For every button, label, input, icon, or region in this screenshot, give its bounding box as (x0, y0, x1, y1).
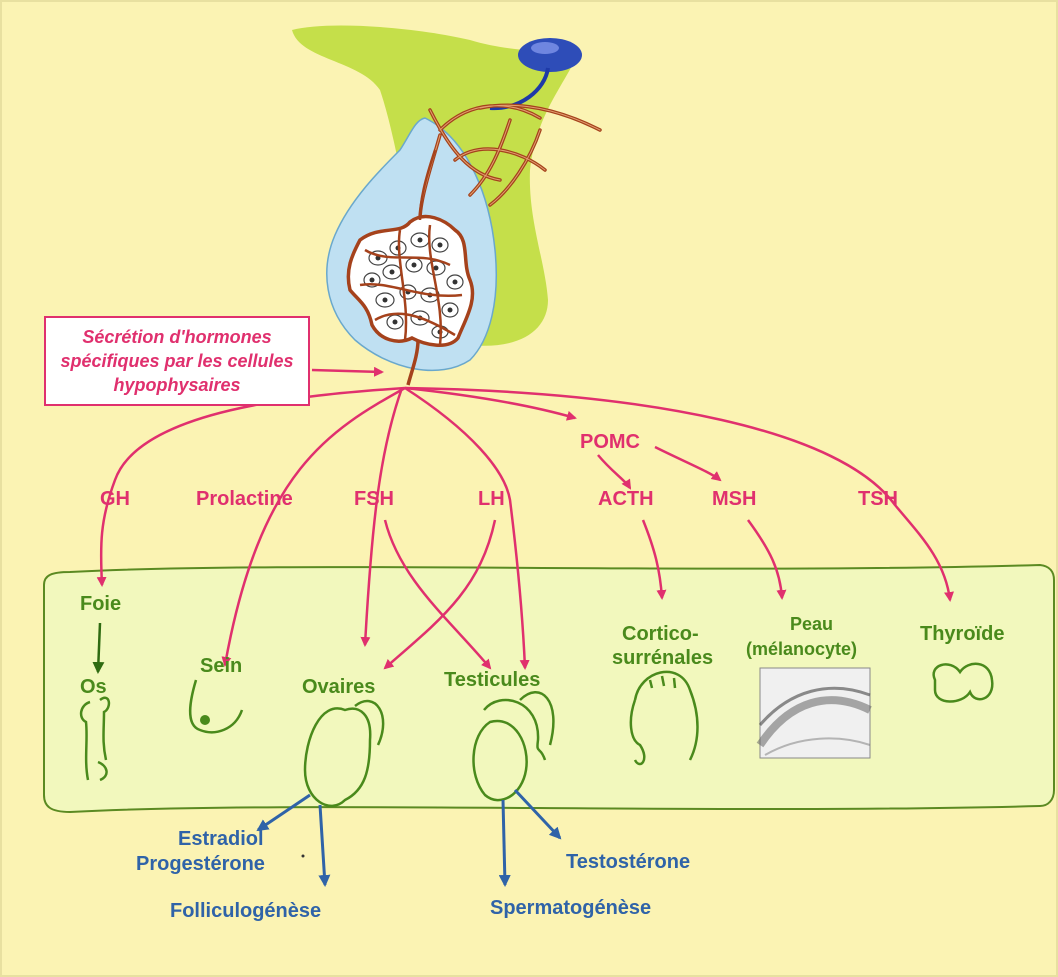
label-tsh: TSH (858, 488, 898, 510)
label-progesterone: Progestérone (136, 853, 265, 875)
note-line-1: Sécrétion d'hormones (46, 325, 308, 349)
label-sein: Sein (200, 655, 242, 677)
label-testicules: Testicules (444, 669, 540, 691)
label-cortico-1: Cortico- (622, 623, 699, 645)
nucleus-highlight (531, 42, 559, 54)
note-line-2: spécifiques par les cellules (46, 349, 308, 373)
label-prolactine: Prolactine (196, 488, 293, 510)
label-spermatogenese: Spermatogénèse (490, 897, 651, 919)
label-pomc: POMC (580, 431, 640, 453)
stray-dot (302, 855, 305, 858)
label-msh: MSH (712, 488, 756, 510)
label-cortico-2: surrénales (612, 647, 713, 669)
label-foie: Foie (80, 593, 121, 615)
label-testosterone: Testostérone (566, 851, 690, 873)
arrow-testis-spermato (503, 800, 505, 885)
label-lh: LH (478, 488, 505, 510)
target-organ-band (44, 565, 1054, 812)
skin-histology-image (760, 668, 870, 758)
label-peau-1: Peau (790, 614, 833, 634)
label-folliculogenese: Folliculogénèse (170, 900, 321, 922)
label-peau-2: (mélanocyte) (746, 639, 857, 659)
label-thyroide: Thyroïde (920, 623, 1004, 645)
note-line-3: hypophysaires (46, 373, 308, 397)
secretion-note-box: Sécrétion d'hormones spécifiques par les… (44, 316, 310, 406)
label-fsh: FSH (354, 488, 394, 510)
label-ovaires: Ovaires (302, 676, 375, 698)
breast-nipple (200, 715, 210, 725)
label-estradiol: Estradiol (178, 828, 264, 850)
label-os: Os (80, 676, 107, 698)
label-acth: ACTH (598, 488, 654, 510)
label-gh: GH (100, 488, 130, 510)
